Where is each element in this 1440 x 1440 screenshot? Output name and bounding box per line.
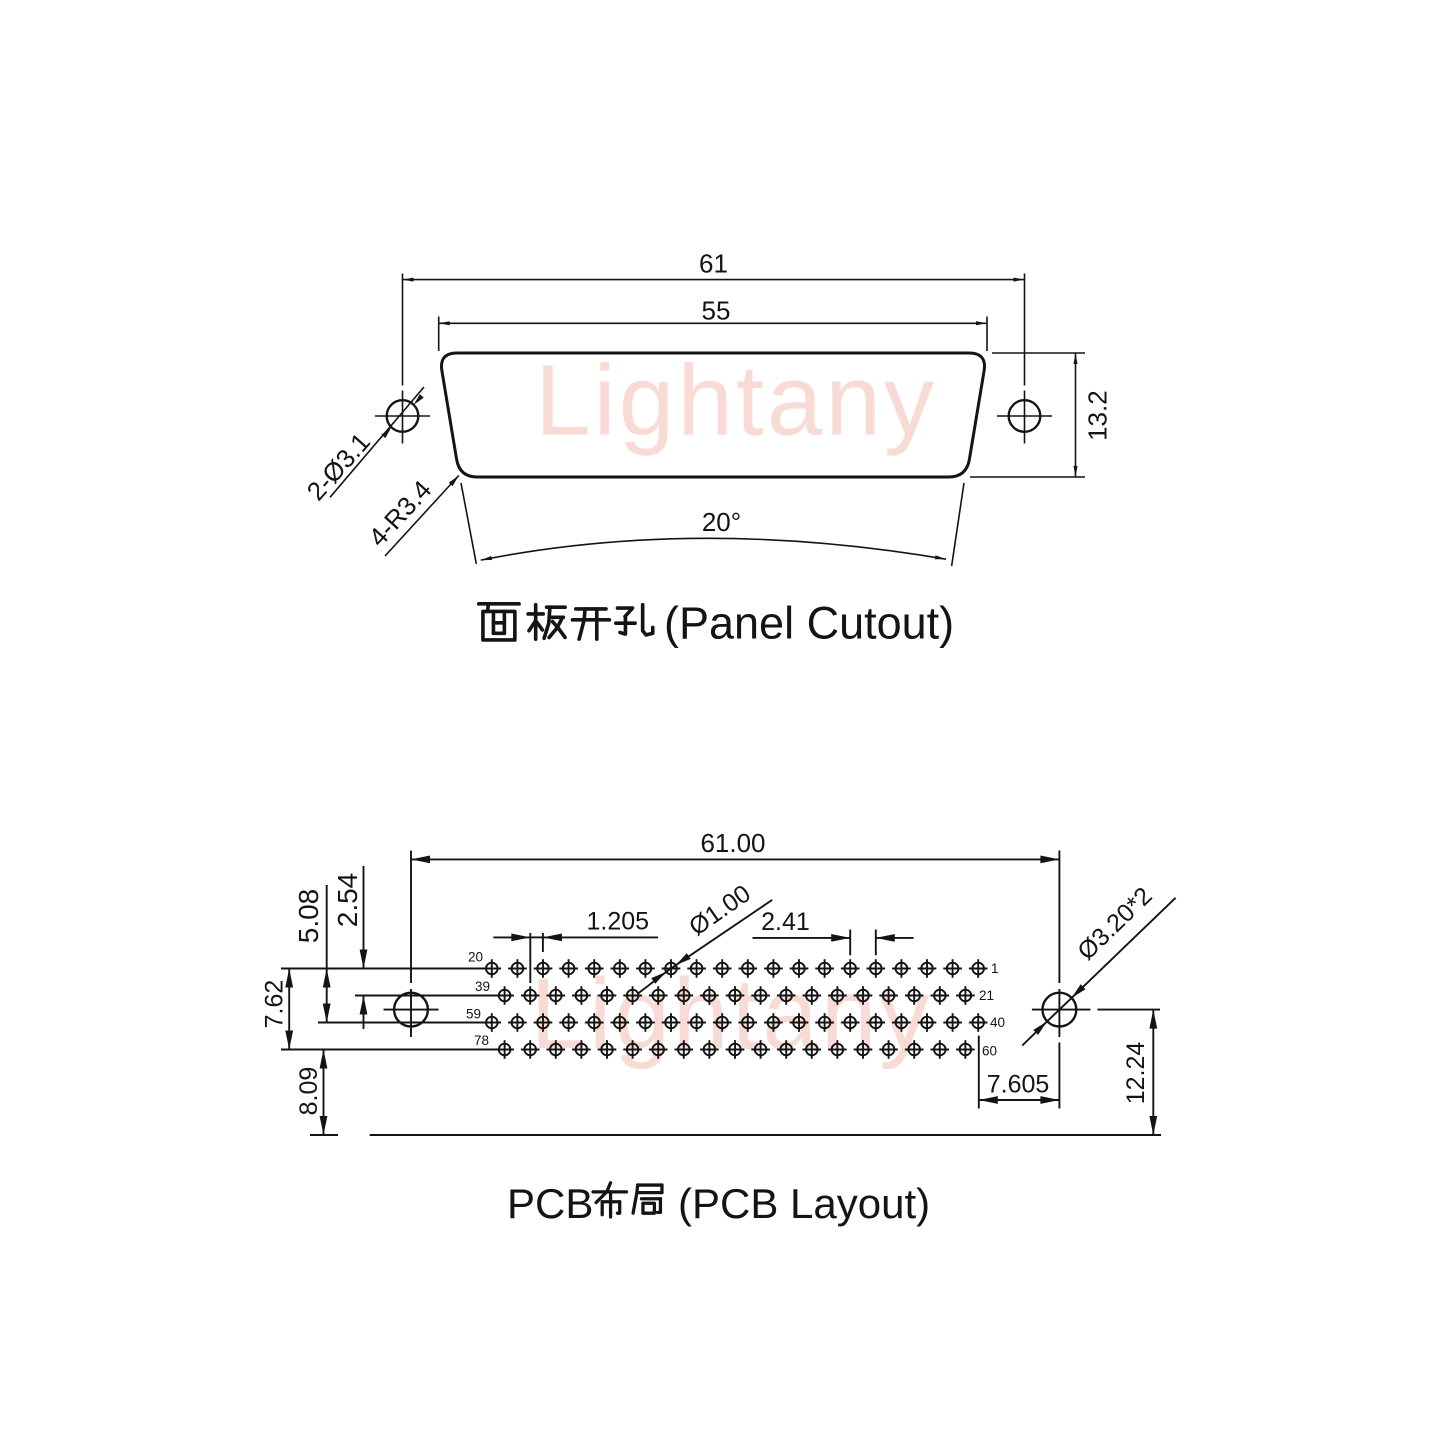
svg-text:2.41: 2.41 [761,908,810,936]
svg-text:12.24: 12.24 [1122,1042,1150,1105]
svg-text:1: 1 [991,961,999,976]
svg-text:40: 40 [990,1015,1005,1030]
svg-text:61.00: 61.00 [700,828,765,858]
svg-text:8.09: 8.09 [295,1067,323,1116]
svg-text:5.08: 5.08 [293,889,324,944]
svg-text:59: 59 [466,1007,481,1022]
svg-text:(Panel Cutout): (Panel Cutout) [664,598,954,649]
svg-text:39: 39 [475,979,490,994]
svg-text:7.62: 7.62 [261,980,289,1029]
svg-text:55: 55 [702,296,731,326]
svg-text:20: 20 [468,950,483,965]
svg-text:78: 78 [474,1033,489,1048]
svg-text:60: 60 [982,1044,997,1059]
svg-text:13.2: 13.2 [1083,390,1113,441]
svg-text:(PCB Layout): (PCB Layout) [678,1180,930,1227]
svg-text:Lightany: Lightany [535,345,937,457]
svg-text:2.54: 2.54 [332,873,363,928]
svg-text:61: 61 [699,249,728,279]
svg-text:PCB: PCB [507,1180,593,1227]
svg-text:21: 21 [979,988,994,1003]
svg-text:7.605: 7.605 [987,1071,1050,1099]
svg-text:20°: 20° [702,507,741,537]
svg-text:1.205: 1.205 [587,908,650,936]
